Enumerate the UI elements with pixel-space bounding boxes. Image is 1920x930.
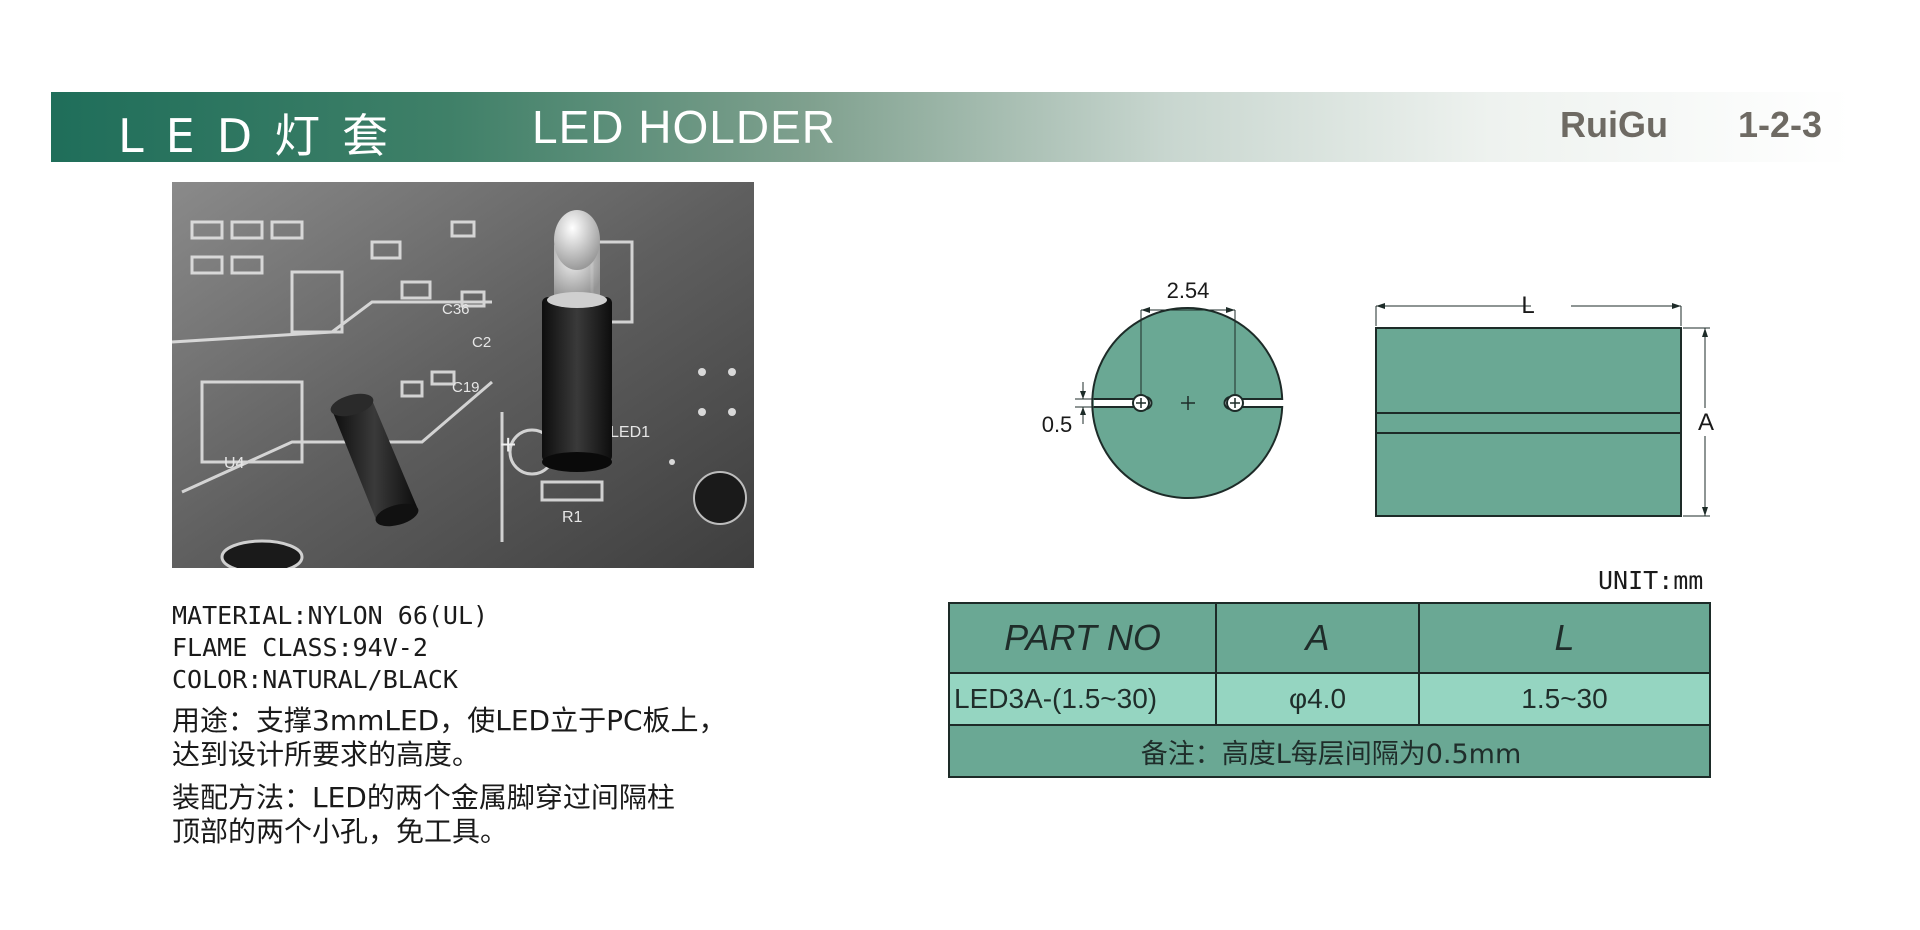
spec-material: MATERIAL:NYLON 66(UL) bbox=[172, 601, 489, 630]
tall-holder-with-led bbox=[542, 210, 612, 472]
technical-drawing: 2.54 0.5 L A bbox=[1000, 260, 1780, 545]
spec-flame-class: FLAME CLASS:94V-2 bbox=[172, 633, 428, 662]
height-dimension-label: A bbox=[1698, 409, 1714, 436]
cell-a: φ4.0 bbox=[1215, 672, 1420, 726]
table-row: LED3A-(1.5~30) φ4.0 1.5~30 bbox=[948, 672, 1711, 726]
title-banner bbox=[51, 92, 1851, 162]
table-footnote: 备注：高度L每层间隔为0.5mm bbox=[948, 724, 1711, 778]
assembly-line-2: 顶部的两个小孔，免工具。 bbox=[172, 815, 509, 848]
spec-list: MATERIAL:NYLON 66(UL) FLAME CLASS:94V-2 … bbox=[172, 600, 488, 696]
title-cn: LED灯套 bbox=[118, 109, 411, 163]
table-footnote-row: 备注：高度L每层间隔为0.5mm bbox=[948, 724, 1711, 778]
pcb-label-led1: LED1 bbox=[610, 424, 650, 441]
product-photo: C36 C2 C19 U4 LED1 R1 + bbox=[172, 182, 754, 568]
top-view: 2.54 0.5 bbox=[1042, 278, 1284, 499]
spec-color: COLOR:NATURAL/BLACK bbox=[172, 665, 458, 694]
dimension-drawing: 2.54 0.5 L A bbox=[1042, 278, 1714, 517]
usage-note: 用途：支撑3mmLED，使LED立于PC板上， 达到设计所要求的高度。 bbox=[172, 704, 727, 772]
center-mark bbox=[1181, 396, 1195, 410]
pcb-label-c2: C2 bbox=[472, 334, 491, 351]
page-number: 1-2-3 bbox=[1738, 104, 1823, 145]
pcb-label-u4: U4 bbox=[224, 455, 245, 472]
assembly-note: 装配方法：LED的两个金属脚穿过间隔柱 顶部的两个小孔，免工具。 bbox=[172, 781, 675, 849]
header-part-no: PART NO bbox=[948, 602, 1217, 674]
pitch-dimension-label: 2.54 bbox=[1167, 278, 1210, 303]
parts-table: PART NO A L LED3A-(1.5~30) φ4.0 1.5~30 备… bbox=[948, 602, 1711, 778]
pcb-label-c36: C36 bbox=[442, 301, 470, 318]
pcb-label-c19: C19 bbox=[452, 379, 480, 396]
pcb-photo-illustration: C36 C2 C19 U4 LED1 R1 + bbox=[172, 182, 754, 568]
pcb-label-plus: + bbox=[500, 429, 516, 460]
pcb-label-r1: R1 bbox=[562, 509, 583, 526]
header-a: A bbox=[1215, 602, 1420, 674]
brand-name: RuiGu bbox=[1560, 104, 1668, 145]
table-header-row: PART NO A L bbox=[948, 602, 1711, 674]
usage-line-1: 用途：支撑3mmLED，使LED立于PC板上， bbox=[172, 704, 727, 737]
length-dimension-label: L bbox=[1521, 292, 1534, 319]
header-l: L bbox=[1418, 602, 1711, 674]
title-en: LED HOLDER bbox=[532, 101, 836, 153]
cell-l: 1.5~30 bbox=[1418, 672, 1711, 726]
short-holder bbox=[330, 393, 419, 527]
unit-label: UNIT:mm bbox=[1598, 566, 1704, 595]
assembly-line-1: 装配方法：LED的两个金属脚穿过间隔柱 bbox=[172, 781, 675, 814]
side-view: L A bbox=[1375, 292, 1714, 517]
usage-line-2: 达到设计所要求的高度。 bbox=[172, 738, 481, 771]
slot-dimension-label: 0.5 bbox=[1042, 412, 1073, 437]
cell-part-no: LED3A-(1.5~30) bbox=[948, 672, 1217, 726]
